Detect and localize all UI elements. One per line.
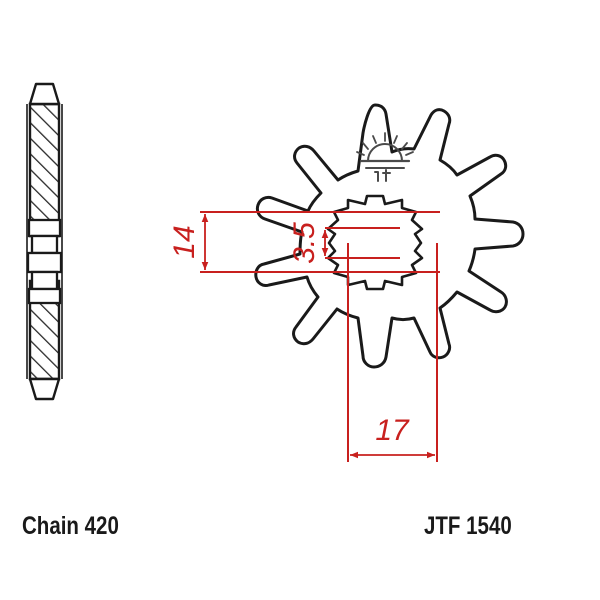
- section-upper-hatch: [28, 102, 61, 238]
- section-bottom-chamfer: [28, 377, 61, 401]
- section-top-chamfer: [28, 82, 61, 106]
- dimension-14: [200, 211, 440, 273]
- dimension-value-14: 14: [168, 225, 201, 258]
- section-outer-edges: [26, 104, 63, 379]
- splined-bore-profile: [326, 194, 424, 291]
- jt-sunrise-logo: [356, 132, 414, 182]
- dimension-value-labels: 14 3.5 17: [168, 222, 410, 447]
- dimension-value-3-5: 3.5: [288, 222, 321, 264]
- dimension-3-5: [321, 227, 400, 259]
- sprocket-side-section-view: [26, 82, 63, 401]
- sprocket-front-view: 14 3.5 17: [168, 103, 525, 462]
- dimension-value-17: 17: [375, 414, 410, 447]
- part-number-label: JTF 1540: [424, 512, 512, 540]
- chain-size-label: Chain 420: [22, 512, 119, 540]
- dimension-annotations: [200, 211, 440, 462]
- section-hub-blocks: [26, 218, 63, 305]
- dimension-17: [347, 243, 438, 462]
